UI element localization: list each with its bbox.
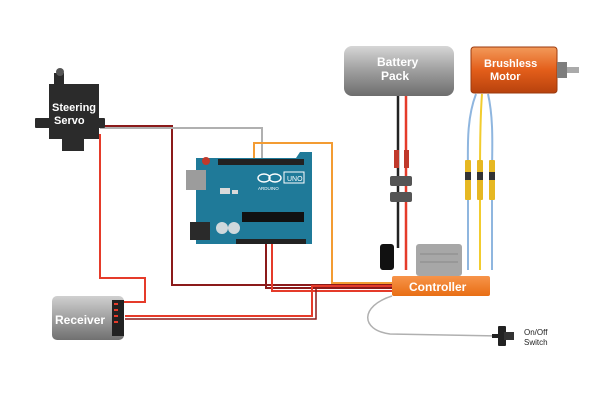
power-jack bbox=[190, 222, 210, 240]
header-digital-top bbox=[218, 159, 304, 165]
battery-label-line1: Battery bbox=[377, 55, 419, 69]
switch-label-line1: On/Off bbox=[524, 328, 548, 337]
steering-servo: Steering Servo bbox=[35, 68, 105, 151]
on-off-switch: On/Off Switch bbox=[492, 326, 548, 347]
arduino-dark-red-wire bbox=[265, 244, 392, 289]
header-analog-bottom bbox=[236, 239, 306, 244]
board-brand: ARDUINO bbox=[258, 186, 279, 191]
motor-label-line1: Brushless bbox=[484, 58, 537, 70]
battery-label-line2: Pack bbox=[381, 69, 409, 83]
atmega-chip bbox=[242, 212, 304, 222]
capacitor bbox=[380, 244, 394, 270]
servo-label-line1: Steering bbox=[52, 102, 96, 114]
motor-label-line2: Motor bbox=[490, 71, 521, 83]
servo-wire-red bbox=[99, 134, 146, 303]
arduino-red-wire bbox=[271, 244, 392, 292]
servo-label-line2: Servo bbox=[54, 115, 85, 127]
controller-label: Controller bbox=[409, 280, 467, 294]
servo-wire-gray bbox=[100, 127, 263, 160]
arduino-orange-wire bbox=[253, 142, 392, 284]
arduino-logo: UNO ARDUINO bbox=[257, 171, 305, 191]
receiver: Receiver bbox=[52, 296, 124, 340]
receiver-red-wire bbox=[125, 285, 392, 317]
esc-heatsink bbox=[416, 244, 462, 276]
receiver-dark-red-wire bbox=[125, 289, 317, 320]
usb-port bbox=[186, 170, 206, 190]
receiver-label: Receiver bbox=[55, 313, 105, 327]
esc-controller: Controller bbox=[392, 244, 490, 296]
brushless-motor: Brushless Motor bbox=[465, 46, 579, 200]
battery-pack: Battery Pack bbox=[344, 46, 454, 270]
switch-wire bbox=[367, 295, 501, 337]
board-name: UNO bbox=[287, 176, 303, 183]
servo-wire-dark-red bbox=[100, 125, 392, 286]
reset-button bbox=[202, 157, 210, 165]
switch-label-line2: Switch bbox=[524, 338, 548, 347]
arduino-uno-board: UNO ARDUINO bbox=[186, 152, 312, 244]
